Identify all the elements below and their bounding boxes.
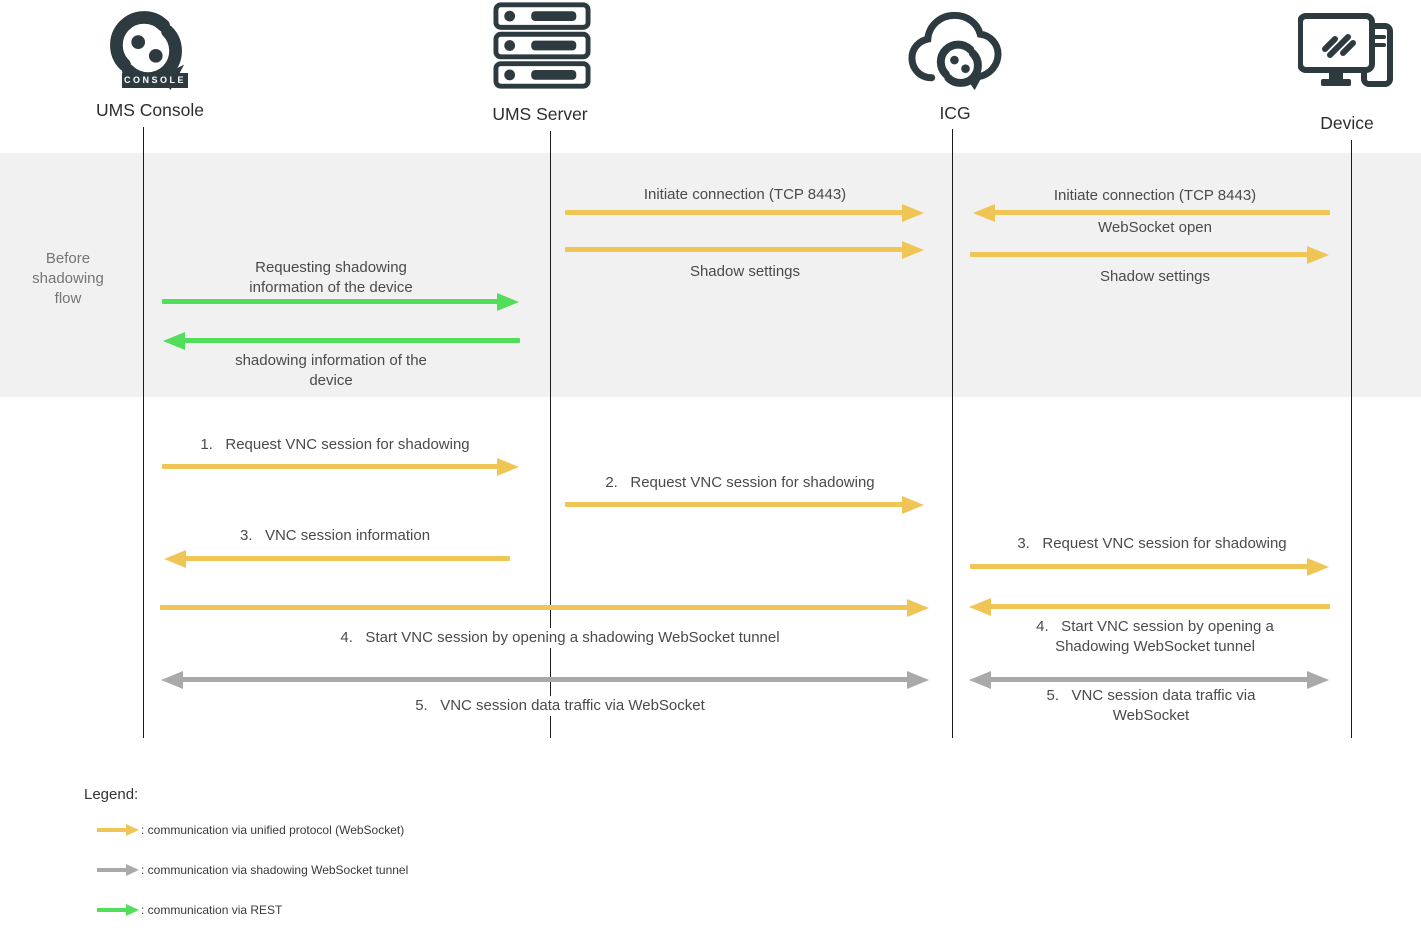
arrow-step3-vnc-info: [185, 556, 510, 561]
message-label-step3-vnc-info: 3. VNC session information: [239, 527, 431, 544]
arrow-step4-start-vnc-tunnel: [160, 605, 908, 610]
icg-cloud-icon: [908, 2, 1003, 107]
message-label-step4-device: 4. Start VNC session by opening a Shadow…: [1036, 618, 1274, 655]
message-label-initiate-connection-device-icg: Initiate connection (TCP 8443): [1053, 187, 1257, 204]
message-label-shadow-info-response: shadowing information of the device: [235, 352, 427, 389]
arrow-requesting-shadow-info: [162, 299, 498, 304]
legend-arrow-gray-icon: [97, 868, 127, 872]
actor-label-device: Device: [1320, 113, 1374, 133]
lifeline-ums-server: [550, 131, 551, 738]
device-workstation-icon: [1297, 12, 1398, 103]
legend-label-unified-protocol: : communication via unified protocol (We…: [141, 823, 405, 837]
before-shadowing-phase-band: [0, 153, 1421, 397]
message-label-step5-device: 5. VNC session data traffic via WebSocke…: [1046, 687, 1256, 724]
message-label-step1: 1. Request VNC session for shadowing: [200, 436, 470, 453]
legend-label-shadowing-tunnel: : communication via shadowing WebSocket …: [141, 863, 409, 877]
message-label-initiate-connection-server-icg: Initiate connection (TCP 8443): [643, 186, 847, 203]
message-label-step4: 4. Start VNC session by opening a shadow…: [180, 628, 940, 648]
server-stack-icon: [493, 2, 591, 95]
legend-label-rest: : communication via REST: [141, 903, 283, 917]
actor-label-icg: ICG: [939, 103, 971, 123]
arrow-shadow-settings-server-icg: [565, 247, 903, 252]
message-label-step3-request-vnc-device: 3. Request VNC session for shadowing: [1017, 535, 1287, 552]
actor-label-ums-server: UMS Server: [492, 104, 588, 124]
message-label-shadow-settings-icg-device: Shadow settings: [1099, 268, 1211, 285]
legend-item-rest: : communication via REST: [97, 903, 282, 917]
legend-arrow-green-icon: [97, 908, 127, 912]
arrow-step3-request-vnc-device: [970, 564, 1308, 569]
legend-item-shadowing-tunnel: : communication via shadowing WebSocket …: [97, 863, 408, 877]
message-label-websocket-open: WebSocket open: [1098, 219, 1212, 236]
arrow-step5-vnc-traffic-device: [990, 677, 1308, 682]
lifeline-icg: [952, 129, 953, 738]
message-label-shadow-settings-server-icg: Shadow settings: [689, 263, 801, 280]
arrow-shadow-settings-icg-device: [970, 252, 1308, 257]
lifeline-device: [1351, 140, 1352, 738]
phase-label: Before shadowing flow: [32, 250, 104, 307]
actor-label-ums-console: UMS Console: [96, 100, 204, 120]
message-label-step2: 2. Request VNC session for shadowing: [605, 474, 875, 491]
arrow-initiate-connection-device-icg: [994, 210, 1330, 215]
legend-title: Legend:: [84, 786, 139, 803]
legend-arrow-yellow-icon: [97, 828, 127, 832]
message-label-requesting-shadow-info: Requesting shadowing information of the …: [249, 259, 413, 296]
message-label-step5: 5. VNC session data traffic via WebSocke…: [180, 696, 940, 716]
arrow-step2-request-vnc: [565, 502, 903, 507]
arrow-initiate-connection-server-icg: [565, 210, 903, 215]
arrow-shadow-info-response: [184, 338, 520, 343]
lifeline-ums-console: [143, 127, 144, 738]
legend-item-unified-protocol: : communication via unified protocol (We…: [97, 823, 404, 837]
arrow-step1-request-vnc: [162, 464, 498, 469]
arrow-step5-vnc-traffic: [182, 677, 908, 682]
arrow-step4-start-vnc-tunnel-device: [990, 604, 1330, 609]
console-badge: CONSOLE: [122, 73, 188, 88]
